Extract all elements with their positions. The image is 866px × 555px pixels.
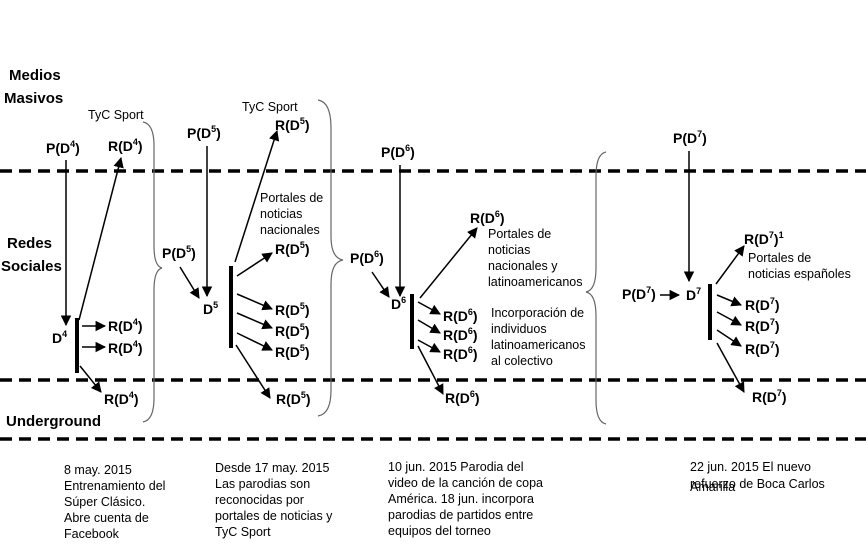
stage1-p-node: P(D4) (46, 139, 80, 156)
stage1-r-node-bottom: R(D4) (104, 390, 139, 407)
level-label-medios-2: Masivos (4, 90, 63, 107)
stage4-r-node-mid3: R(D7) (745, 340, 780, 357)
stage2-r-node-mid1: R(D5) (275, 301, 310, 318)
stage4-d-node: D7 (686, 286, 701, 303)
level-label-medios-1: Medios (9, 67, 61, 84)
stage4-r-node-mid1: R(D7) (745, 296, 780, 313)
level-label-redes-1: Redes (7, 235, 52, 252)
stage3-d-node: D6 (391, 295, 406, 312)
stage2-p-node-mid: P(D5) (162, 244, 196, 261)
stage4-r-node-top: R(D7)1 (744, 230, 784, 247)
stage2-r-node-top: R(D5) (275, 116, 310, 133)
stage3-r-node-mid1: R(D6) (443, 307, 478, 324)
stage3-r-node-mid2: R(D6) (443, 326, 478, 343)
stage3-r-node-top: R(D6) (470, 209, 505, 226)
brace-3 (585, 151, 607, 425)
stage1-tyc-label: TyC Sport (88, 108, 144, 122)
stage2-r-node-portales: R(D5) (275, 240, 310, 257)
stage3-p-node-top: P(D6) (381, 143, 415, 160)
stage4-r-node-bottom: R(D7) (752, 388, 787, 405)
stage-3: P(D6) P(D6) D6 R(D6) R(D6) R(D6) R(D6) R… (350, 143, 586, 406)
stage2-r-node-bottom: R(D5) (276, 390, 311, 407)
stage2-d-node: D5 (203, 300, 218, 317)
stage4-r-node-mid2: R(D7) (745, 317, 780, 334)
stage3-r-node-mid3: R(D6) (443, 345, 478, 362)
stage2-tyc-label: TyC Sport (242, 100, 298, 114)
stage1-r-node-mid2: R(D4) (108, 339, 143, 356)
stage-2: P(D5) P(D5) D5 R(D5) R(D5) R(D5) R(D5) R… (162, 100, 323, 407)
level-label-redes-2: Sociales (1, 258, 62, 275)
stage2-p-node-top: P(D5) (187, 124, 221, 141)
brace-1 (142, 121, 163, 423)
stage4-p-node-mid: P(D7) (622, 285, 656, 302)
stage2-r-node-mid3: R(D5) (275, 343, 310, 360)
stage2-r-node-mid2: R(D5) (275, 322, 310, 339)
stage1-r-node-mid1: R(D4) (108, 317, 143, 334)
stage1-r-node-top: R(D4) (108, 137, 143, 154)
stage-1: P(D4) D4 R(D4) R(D4) R(D4) R(D4) TyC Spo… (46, 108, 144, 407)
stage-4: P(D7) P(D7) D7 R(D7)1 R(D7) R(D7) R(D7) … (622, 129, 851, 405)
stage4-p-node-top: P(D7) (673, 129, 707, 146)
stage3-p-node-mid: P(D6) (350, 249, 384, 266)
brace-2 (317, 99, 344, 417)
stage1-d-node: D4 (52, 329, 67, 346)
stage3-r-node-bottom: R(D6) (445, 389, 480, 406)
level-label-underground: Underground (6, 413, 101, 430)
